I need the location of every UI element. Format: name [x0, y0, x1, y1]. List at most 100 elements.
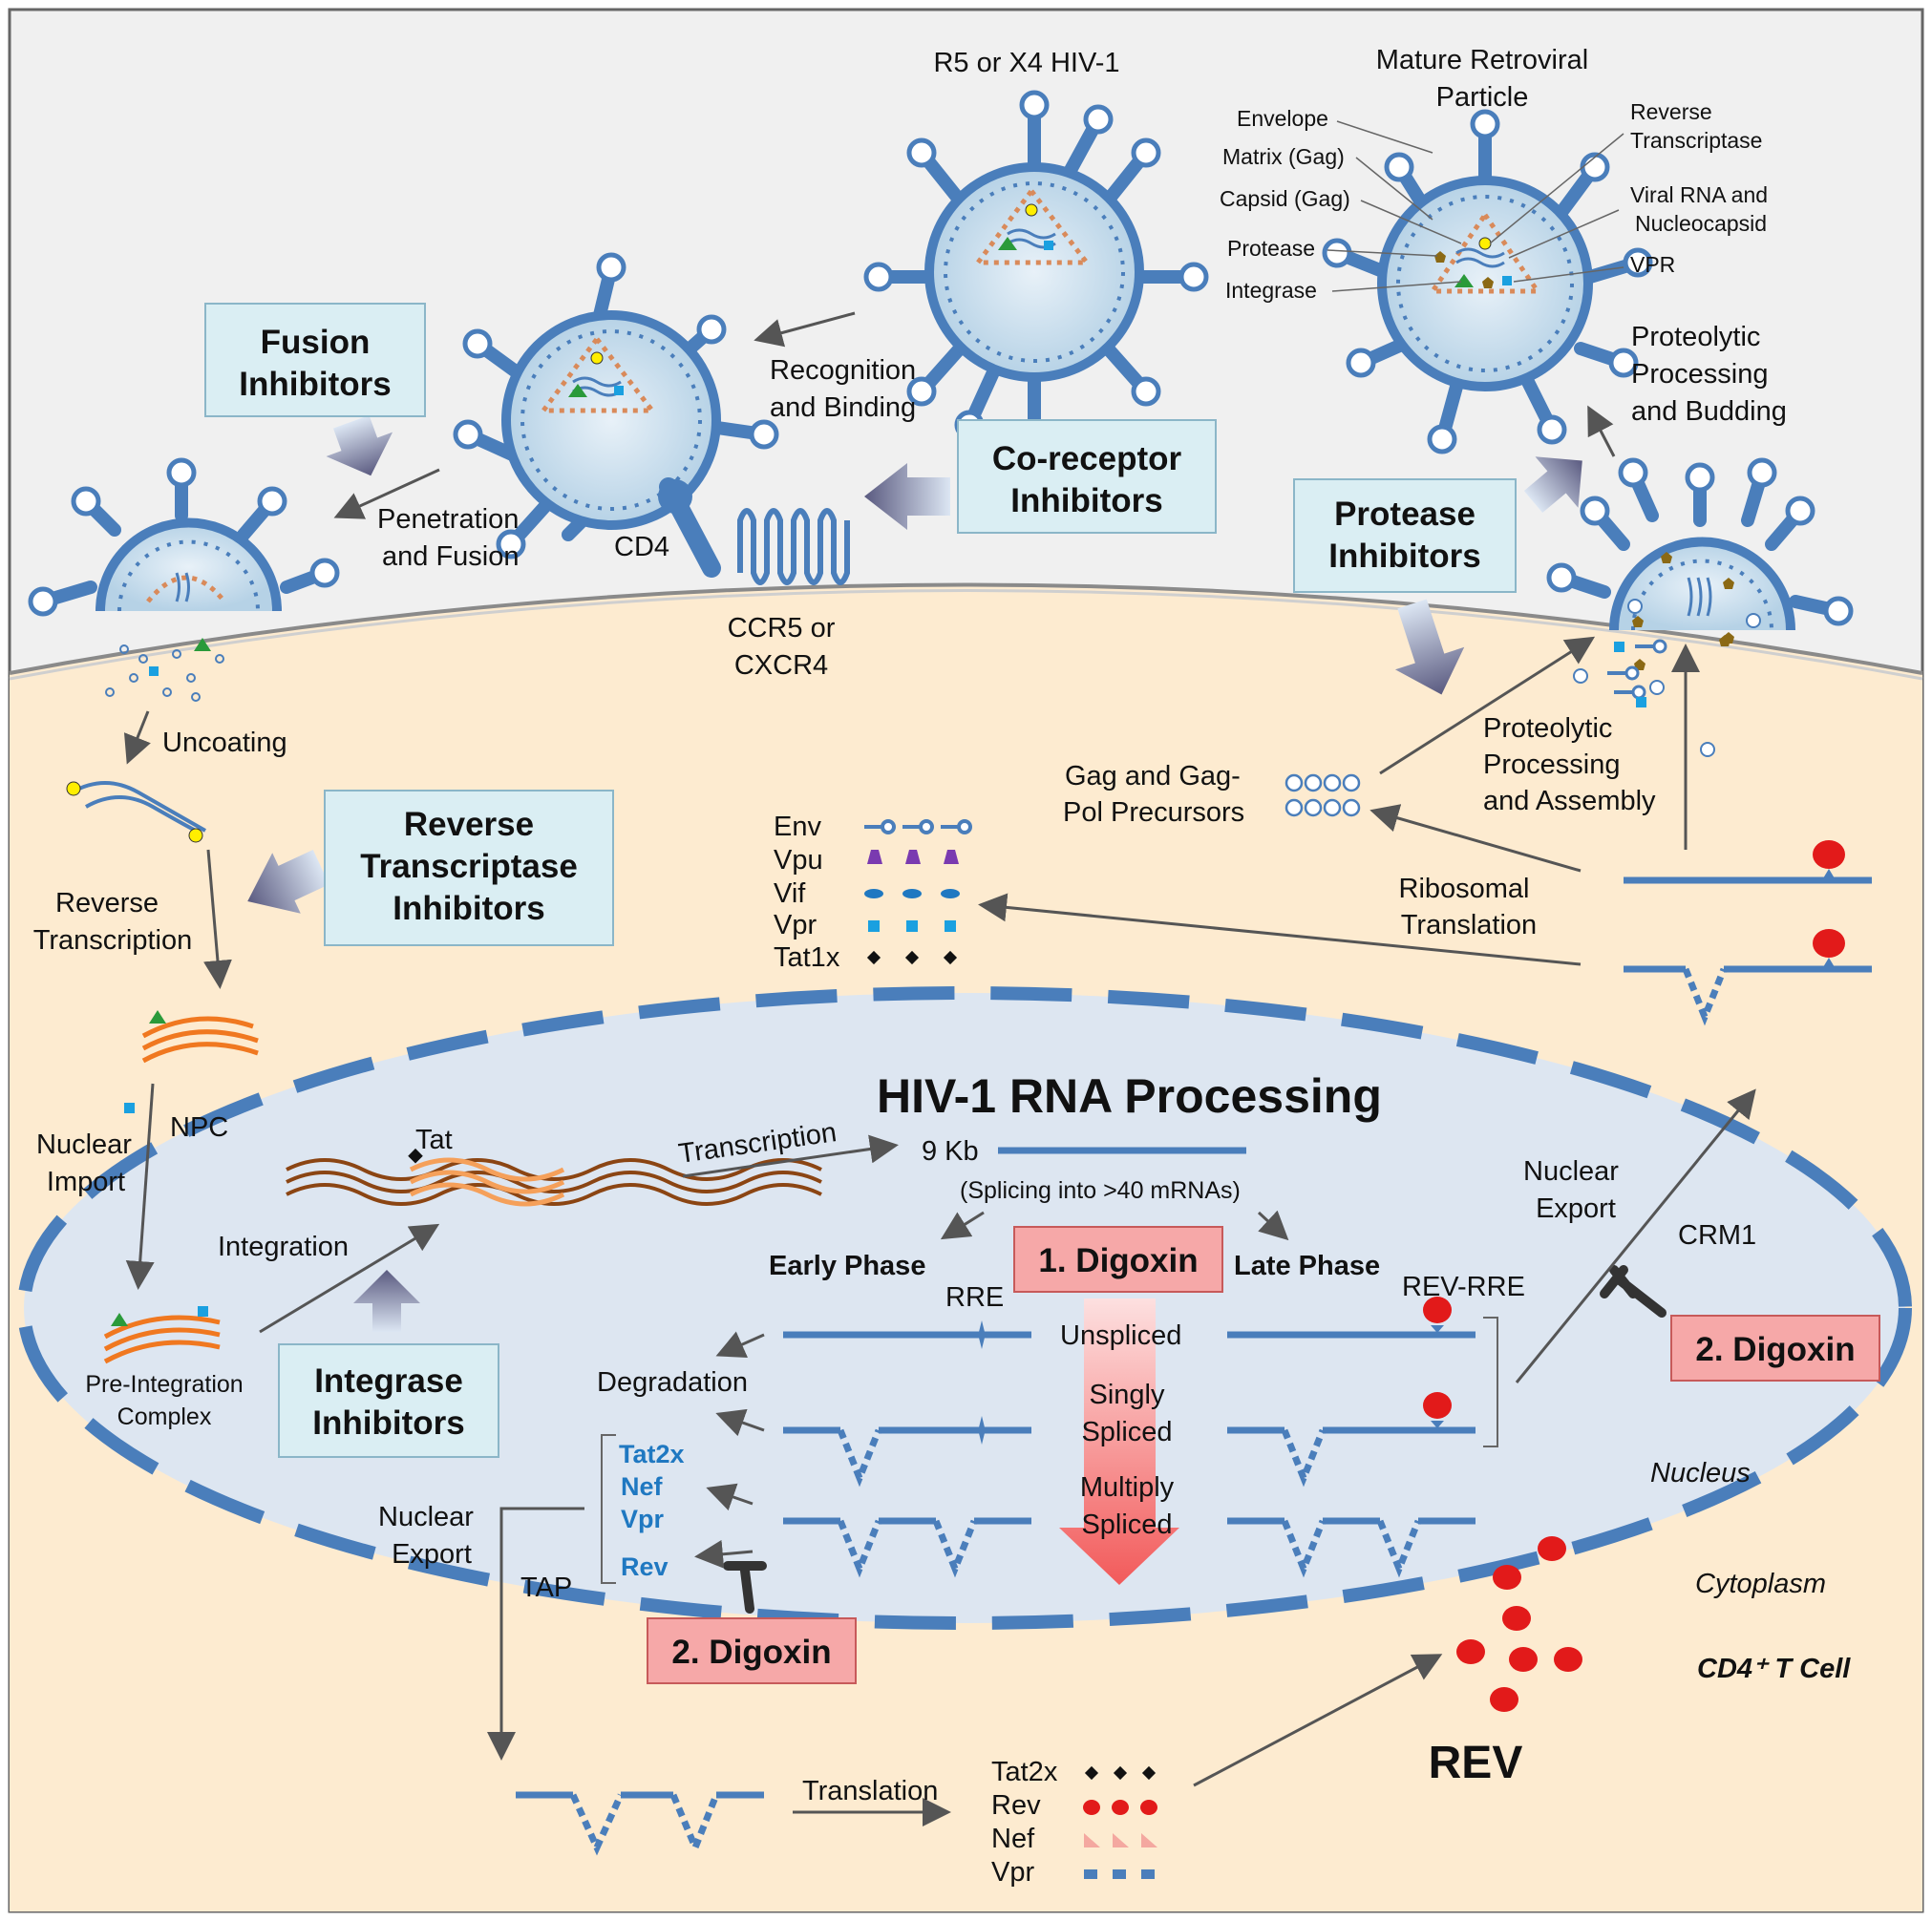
fusion-line2: Inhibitors: [239, 366, 391, 403]
label-integrase: Integrase: [1225, 278, 1317, 303]
legend-vpr: Vpr: [774, 910, 817, 940]
label-nuclear-export-left-1: Nuclear: [378, 1502, 474, 1532]
label-ribosomal-2: Translation: [1401, 910, 1537, 940]
label-translation: Translation: [802, 1776, 938, 1806]
label-rev-big: REV: [1429, 1738, 1523, 1788]
label-vpr: VPR: [1630, 252, 1675, 277]
digoxin-box-1: 1. Digoxin: [1013, 1226, 1223, 1293]
label-protease: Protease: [1227, 236, 1315, 261]
exported-mrna: [516, 1791, 764, 1857]
cytoplasm-mrna-spliced: [1624, 929, 1872, 1026]
label-singly-2: Spliced: [1081, 1417, 1172, 1447]
svg-text:2. Digoxin: 2. Digoxin: [1695, 1331, 1855, 1368]
label-early-phase: Early Phase: [769, 1251, 925, 1281]
label-proteolytic-budding-2: Processing: [1631, 359, 1768, 390]
label-gag-2: Pol Precursors: [1063, 797, 1244, 828]
label-recognition-1: Recognition: [770, 355, 916, 386]
label-proteolytic-assembly-2: Processing: [1483, 749, 1620, 780]
svg-text:2. Digoxin: 2. Digoxin: [671, 1634, 831, 1671]
label-rev-rre: REV-RRE: [1402, 1272, 1525, 1302]
rre-markers: [969, 1320, 994, 1445]
label-splicing: (Splicing into >40 mRNAs): [960, 1177, 1241, 1204]
label-degradation: Degradation: [597, 1367, 748, 1398]
label-rt-2: Transcriptase: [1630, 128, 1762, 153]
legend-nef: Nef: [991, 1824, 1035, 1854]
virus-free: [863, 90, 1209, 454]
svg-text:1. Digoxin: 1. Digoxin: [1038, 1242, 1198, 1279]
label-nuclear-export-right-2: Export: [1536, 1193, 1616, 1224]
label-ccr5-1: CCR5 or: [728, 613, 836, 644]
label-nuclear-export-right-1: Nuclear: [1523, 1156, 1619, 1187]
legend-tat1x: Tat1x: [774, 942, 840, 973]
legend-env: Env: [774, 812, 821, 842]
label-multiply-1: Multiply: [1080, 1472, 1175, 1503]
label-pic-2: Complex: [117, 1404, 212, 1430]
label-capsid: Capsid (Gag): [1220, 186, 1350, 211]
label-uncoating: Uncoating: [162, 728, 287, 758]
label-rna-2: Nucleocapsid: [1635, 211, 1767, 236]
label-rt-1: Reverse: [1630, 99, 1712, 124]
nuclear-envelope: [17, 986, 1912, 1630]
cytoplasm-mrna-unspliced: [1624, 840, 1872, 884]
late-transcripts: [1227, 1331, 1476, 1578]
label-unspliced: Unspliced: [1060, 1320, 1181, 1351]
label-proteolytic-assembly-1: Proteolytic: [1483, 713, 1612, 744]
nucleus-title: HIV-1 RNA Processing: [877, 1069, 1382, 1123]
viral-rna-uncoated: [66, 781, 206, 843]
legend-vif: Vif: [774, 878, 806, 909]
label-late-phase: Late Phase: [1234, 1251, 1380, 1281]
label-ccr5-2: CXCR4: [734, 650, 828, 681]
label-proteolytic-budding-3: and Budding: [1631, 396, 1787, 427]
mature-title-1: Mature Retroviral: [1376, 45, 1588, 75]
digoxin-box-2-right: 2. Digoxin: [1670, 1315, 1880, 1382]
label-pic-1: Pre-Integration: [85, 1371, 243, 1398]
label-gag-1: Gag and Gag-: [1065, 761, 1241, 792]
protein-legend-top: Env Vpu Vif Vpr Tat1x: [774, 812, 972, 973]
virus-budding: [1546, 457, 1854, 644]
integrated-provirus: [286, 1148, 822, 1207]
label-rt-step-2: Transcription: [33, 925, 193, 956]
label-envelope: Envelope: [1237, 106, 1328, 131]
label-ribosomal-1: Ribosomal: [1399, 874, 1530, 904]
label-nef-nuc: Nef: [621, 1472, 664, 1501]
mature-title-2: Particle: [1436, 82, 1529, 113]
digoxin-box-2-left: 2. Digoxin: [647, 1617, 857, 1684]
label-matrix: Matrix (Gag): [1222, 144, 1345, 169]
label-multiply-2: Spliced: [1081, 1509, 1172, 1540]
label-9kb: 9 Kb: [922, 1136, 979, 1167]
ccr5-coreceptor: [737, 508, 850, 585]
label-rna-1: Viral RNA and: [1630, 182, 1768, 207]
rev-rre-complexes: [1423, 1297, 1452, 1428]
rev-block-symbol: [723, 1561, 767, 1614]
label-tap: TAP: [520, 1573, 572, 1603]
pre-integration-complex: [103, 1306, 221, 1364]
label-rev-nuc: Rev: [621, 1552, 669, 1581]
legend-rev: Rev: [991, 1790, 1041, 1821]
label-penetration-2: and Fusion: [382, 541, 520, 572]
label-vpr-nuc: Vpr: [621, 1505, 665, 1533]
label-cd4-t-cell: CD4⁺ T Cell: [1697, 1654, 1851, 1684]
virus-binding: [453, 252, 779, 559]
label-singly-1: Singly: [1090, 1380, 1165, 1410]
rev-protein-cluster: [1456, 1536, 1582, 1712]
label-cd4: CD4: [614, 532, 669, 562]
label-proteolytic-budding-1: Proteolytic: [1631, 322, 1760, 352]
process-arrows: [123, 311, 1756, 1826]
label-penetration-1: Penetration: [377, 504, 519, 535]
label-nuclear-import-2: Import: [47, 1167, 125, 1197]
label-rt-step-1: Reverse: [55, 888, 159, 918]
fusion-line1: Fusion: [261, 324, 371, 361]
label-integration: Integration: [218, 1232, 349, 1262]
label-nucleus: Nucleus: [1650, 1458, 1751, 1488]
digoxin-splicing-arrow: [1059, 1298, 1179, 1585]
mature-particle: [1322, 109, 1653, 454]
